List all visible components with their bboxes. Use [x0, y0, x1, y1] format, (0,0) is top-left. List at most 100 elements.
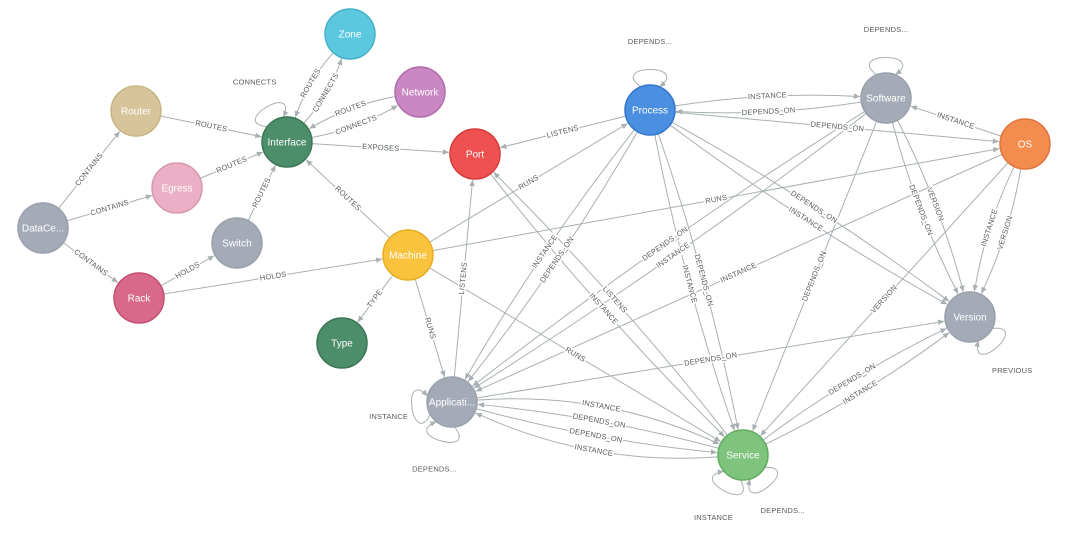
edge-version-self[interactable]	[974, 327, 1006, 355]
edge-label: DEPENDS...	[761, 506, 806, 515]
edge-application-version[interactable]	[476, 319, 945, 399]
edge-software-service[interactable]	[752, 121, 878, 432]
edge-process-port[interactable]	[500, 115, 626, 149]
edge-service-application[interactable]	[475, 412, 719, 459]
edge-interface-zone[interactable]	[303, 58, 343, 124]
node-network[interactable]: Network	[394, 66, 446, 118]
node-zone[interactable]: Zone	[324, 8, 376, 60]
node-software[interactable]: Software	[860, 72, 912, 124]
node-application[interactable]: Applicati...	[426, 376, 478, 428]
node-router[interactable]: Router	[110, 85, 162, 137]
edge-software-application[interactable]	[473, 112, 867, 389]
node-type-circle[interactable]	[316, 317, 368, 369]
edge-process-software[interactable]	[674, 93, 861, 107]
edge-label: RUNS	[705, 193, 728, 206]
edge-process-service[interactable]	[657, 133, 740, 430]
edge-process-version[interactable]	[669, 124, 948, 305]
edge-os-version[interactable]	[972, 166, 1015, 292]
edge-os-version[interactable]	[980, 168, 1022, 294]
edge-os-service[interactable]	[760, 162, 1009, 437]
edge-software-version[interactable]	[896, 120, 965, 292]
node-datacenter-label: DataCe...	[22, 224, 64, 235]
edge-machine-service[interactable]	[429, 267, 721, 443]
node-interface[interactable]: Interface	[261, 116, 313, 168]
edge-machine-process[interactable]	[429, 122, 628, 243]
edge-process-version[interactable]	[671, 121, 950, 302]
node-version-circle[interactable]	[944, 291, 996, 343]
edge-label: CONTAINS	[89, 198, 130, 218]
node-application-circle[interactable]	[426, 376, 478, 428]
edge-datacenter-rack[interactable]	[62, 242, 119, 284]
edge-process-self[interactable]	[632, 69, 668, 88]
node-service[interactable]: Service	[717, 429, 769, 481]
edge-process-application[interactable]	[467, 131, 638, 382]
edge-egress-interface[interactable]	[199, 151, 264, 179]
edge-rack-machine[interactable]	[163, 257, 383, 295]
edge-port-service[interactable]	[490, 173, 725, 438]
node-machine-circle[interactable]	[382, 229, 434, 281]
node-switch-circle[interactable]	[211, 217, 263, 269]
edge-os-software[interactable]	[910, 105, 1002, 137]
node-interface-circle[interactable]	[261, 116, 313, 168]
node-switch[interactable]: Switch	[211, 217, 263, 269]
node-datacenter[interactable]: DataCe...	[17, 202, 69, 254]
node-port-circle[interactable]	[449, 128, 501, 180]
node-network-circle[interactable]	[394, 66, 446, 118]
edge-application-service[interactable]	[476, 398, 720, 445]
node-os[interactable]: OS	[999, 118, 1051, 170]
edge-software-version[interactable]	[891, 122, 959, 295]
node-service-label: Service	[726, 451, 760, 462]
edge-process-service[interactable]	[654, 134, 736, 431]
edge-label: TYPE	[365, 288, 384, 310]
edge-service-self[interactable]	[745, 466, 779, 494]
node-process-circle[interactable]	[624, 84, 676, 136]
edge-application-self[interactable]	[426, 421, 460, 443]
node-machine[interactable]: Machine	[382, 229, 434, 281]
node-zone-circle[interactable]	[324, 8, 376, 60]
edge-service-self[interactable]	[711, 469, 744, 496]
node-port[interactable]: Port	[449, 128, 501, 180]
edge-application-self[interactable]	[411, 389, 431, 424]
edge-service-version[interactable]	[762, 327, 947, 441]
node-egress-circle[interactable]	[151, 162, 203, 214]
edge-process-application[interactable]	[464, 129, 635, 380]
node-service-circle[interactable]	[717, 429, 769, 481]
node-datacenter-circle[interactable]	[17, 202, 69, 254]
edge-service-port[interactable]	[493, 171, 728, 436]
edge-datacenter-router[interactable]	[58, 131, 121, 209]
edge-machine-interface[interactable]	[305, 159, 391, 239]
node-rack[interactable]: Rack	[113, 272, 165, 324]
node-process[interactable]: Process	[624, 84, 676, 136]
edge-os-application[interactable]	[475, 153, 1003, 392]
node-egress[interactable]: Egress	[151, 162, 203, 214]
edge-label: DEPENDS...	[864, 25, 909, 34]
edge-switch-interface[interactable]	[247, 165, 276, 221]
edge-interface-network[interactable]	[311, 104, 398, 138]
edge-software-self[interactable]	[868, 57, 904, 76]
edge-service-application[interactable]	[477, 402, 720, 449]
edge-machine-application[interactable]	[414, 278, 446, 378]
edge-application-service[interactable]	[475, 408, 718, 455]
edge-service-version[interactable]	[765, 332, 950, 445]
edge-interface-self[interactable]	[254, 102, 289, 128]
edge-process-os[interactable]	[674, 111, 1000, 144]
node-os-circle[interactable]	[999, 118, 1051, 170]
edge-rack-switch[interactable]	[160, 255, 215, 287]
edge-software-process[interactable]	[675, 101, 862, 115]
node-version[interactable]: Version	[944, 291, 996, 343]
node-software-circle[interactable]	[860, 72, 912, 124]
edge-zone-interface[interactable]	[294, 52, 334, 118]
edge-interface-port[interactable]	[311, 143, 450, 155]
edge-machine-type[interactable]	[357, 274, 394, 323]
node-type[interactable]: Type	[316, 317, 368, 369]
edge-machine-os[interactable]	[432, 146, 1000, 252]
edge-application-port[interactable]	[453, 179, 475, 378]
edge-network-interface[interactable]	[309, 96, 396, 130]
edge-router-interface[interactable]	[160, 115, 262, 139]
node-router-circle[interactable]	[110, 85, 162, 137]
edge-software-application[interactable]	[472, 110, 866, 387]
edge-label: INSTANCE	[574, 442, 614, 458]
edge-datacenter-egress[interactable]	[66, 194, 153, 222]
node-rack-circle[interactable]	[113, 272, 165, 324]
